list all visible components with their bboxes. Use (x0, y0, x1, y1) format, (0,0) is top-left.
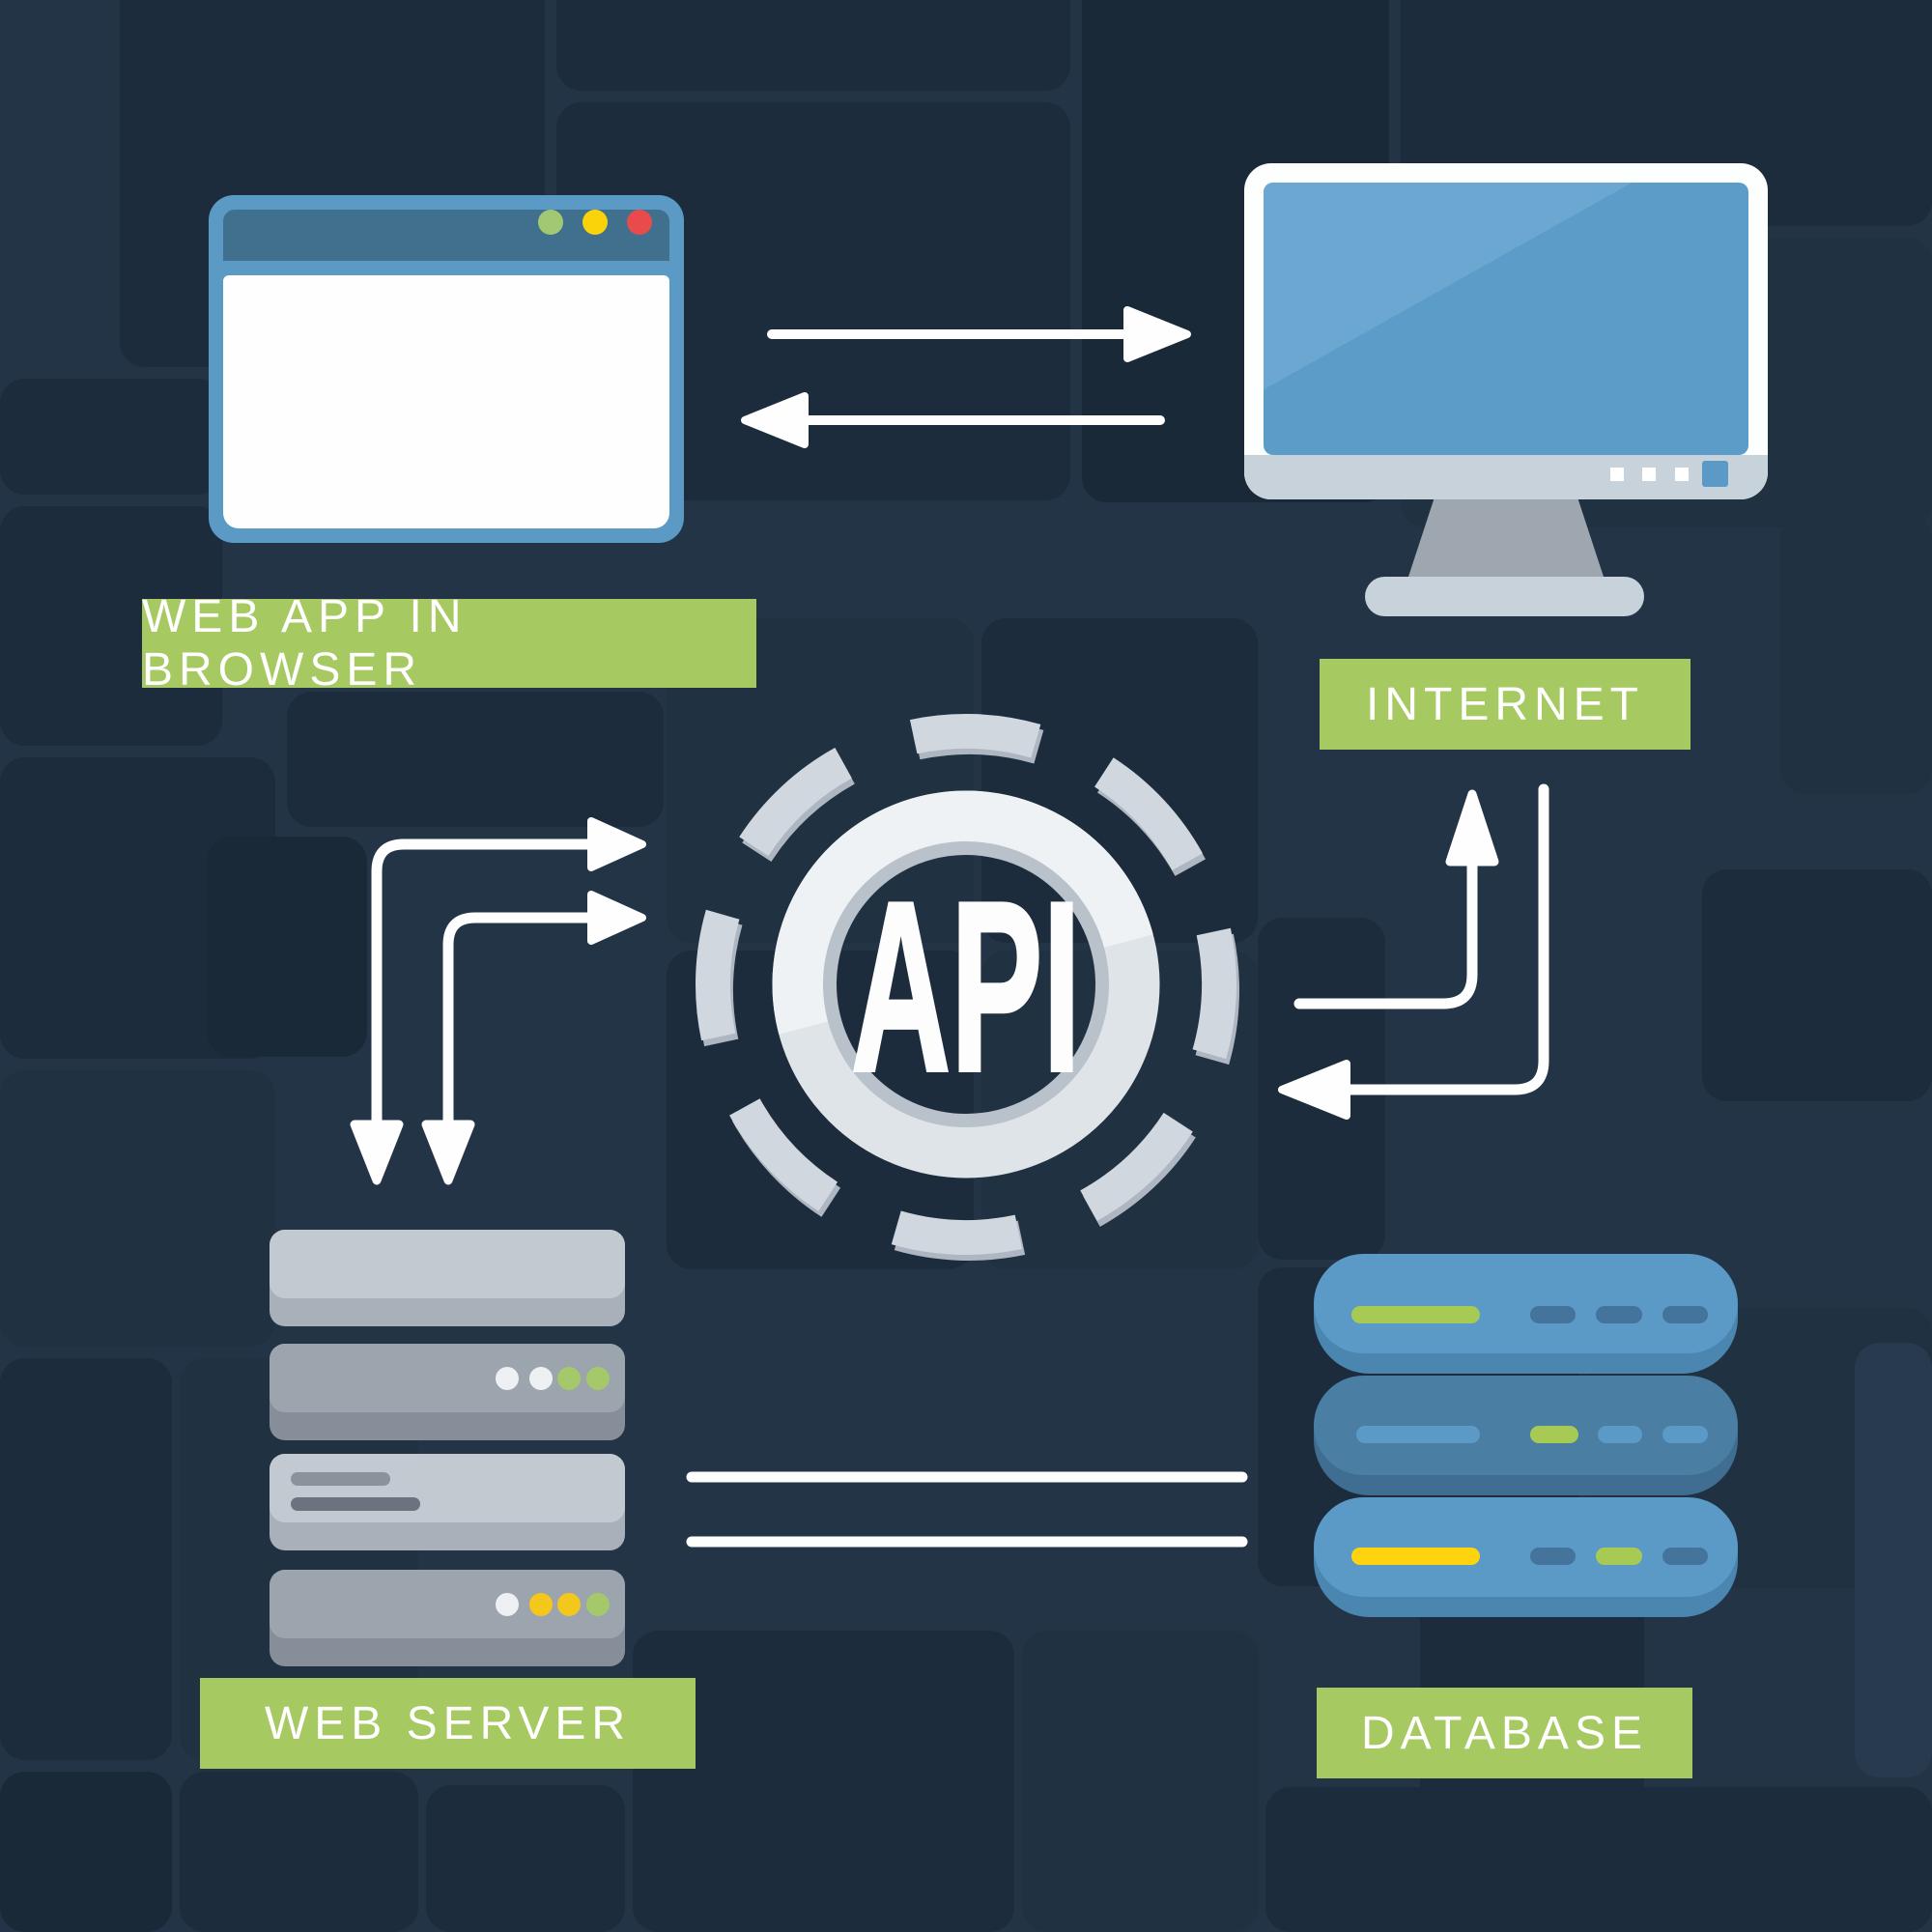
label-internet: INTERNET (1320, 659, 1690, 750)
label-web-app-in-browser: WEB APP IN BROWSER (142, 591, 756, 696)
bg-tile (633, 1631, 1014, 1932)
bg-tile (1702, 869, 1932, 1101)
database-led-dash (1596, 1548, 1642, 1565)
server-led-icon (557, 1367, 581, 1390)
server-led-icon (557, 1593, 581, 1616)
bg-tile (1855, 1343, 1932, 1777)
database-led-dash (1530, 1548, 1576, 1565)
monitor-icon (1244, 163, 1768, 499)
bent-arrow-internet-to-api-icon (1278, 783, 1549, 1120)
server-unit-face (270, 1454, 625, 1522)
server-stack-icon (270, 1230, 625, 1667)
database-disk (1314, 1254, 1738, 1374)
bg-tile (207, 837, 367, 1057)
bg-tile (1780, 514, 1932, 794)
database-led-dash (1530, 1306, 1576, 1323)
link-lines-webserver-database (686, 1471, 1248, 1548)
browser-content-area (223, 275, 669, 528)
bg-tile (1022, 1631, 1259, 1932)
database-disk (1314, 1376, 1738, 1495)
window-dot-yellow-icon (582, 210, 608, 235)
api-hub-label: API (851, 852, 1081, 1122)
monitor-stand (1408, 499, 1604, 577)
database-led-bar (1351, 1306, 1480, 1323)
bg-tile (180, 1772, 418, 1932)
screen-glare (1264, 183, 1633, 390)
bg-tile (0, 379, 222, 495)
monitor-screen (1264, 183, 1748, 455)
bent-arrow-api-webserver-inner-icon (421, 891, 646, 1185)
database-led-dash (1598, 1426, 1642, 1443)
bg-tile (556, 0, 1070, 91)
bg-tile (1265, 1787, 1932, 1932)
database-stack-icon (1314, 1254, 1738, 1618)
database-disk-face (1314, 1376, 1738, 1475)
bent-arrow-api-to-internet-icon (1293, 789, 1499, 1009)
window-dot-red-icon (627, 210, 652, 235)
label-web-server: WEB SERVER (200, 1678, 696, 1769)
arrow-left-icon (741, 392, 1165, 448)
database-led-dash (1530, 1426, 1578, 1443)
database-led-dash (1662, 1548, 1708, 1565)
database-led-dash (1662, 1306, 1708, 1323)
database-disk-face (1314, 1254, 1738, 1353)
bg-tile (426, 1785, 625, 1932)
gear-icon: API (696, 714, 1239, 1261)
server-unit (270, 1230, 625, 1326)
browser-window-icon (209, 195, 684, 543)
database-disk-face (1314, 1497, 1738, 1597)
server-unit (270, 1570, 625, 1666)
server-led-icon (529, 1367, 553, 1390)
bg-tile (287, 692, 664, 827)
server-slot-bar (291, 1497, 420, 1511)
database-led-bar (1356, 1426, 1480, 1443)
label-database: DATABASE (1317, 1688, 1692, 1778)
server-led-icon (496, 1367, 519, 1390)
monitor-power-button-icon (1702, 461, 1728, 487)
monitor-chin (1244, 455, 1768, 499)
server-led-icon (586, 1367, 610, 1390)
monitor-button-icon (1610, 468, 1624, 481)
server-unit-face (270, 1230, 625, 1298)
window-dot-green-icon (538, 210, 563, 235)
monitor-base (1365, 577, 1644, 616)
server-led-icon (586, 1593, 610, 1616)
database-led-dash (1662, 1426, 1708, 1443)
monitor-button-icon (1642, 468, 1656, 481)
bg-tile (0, 1070, 275, 1347)
monitor-button-icon (1675, 468, 1689, 481)
server-unit (270, 1454, 625, 1550)
bent-arrow-api-webserver-outer-icon (350, 817, 646, 1185)
server-led-icon (529, 1593, 553, 1616)
server-led-icon (496, 1593, 519, 1616)
database-led-bar (1351, 1548, 1480, 1565)
server-slot-bar (291, 1472, 390, 1486)
database-led-dash (1596, 1306, 1642, 1323)
bg-tile (0, 1358, 172, 1760)
bg-tile (0, 1772, 172, 1932)
arrow-right-icon (767, 306, 1191, 362)
server-unit (270, 1344, 625, 1440)
